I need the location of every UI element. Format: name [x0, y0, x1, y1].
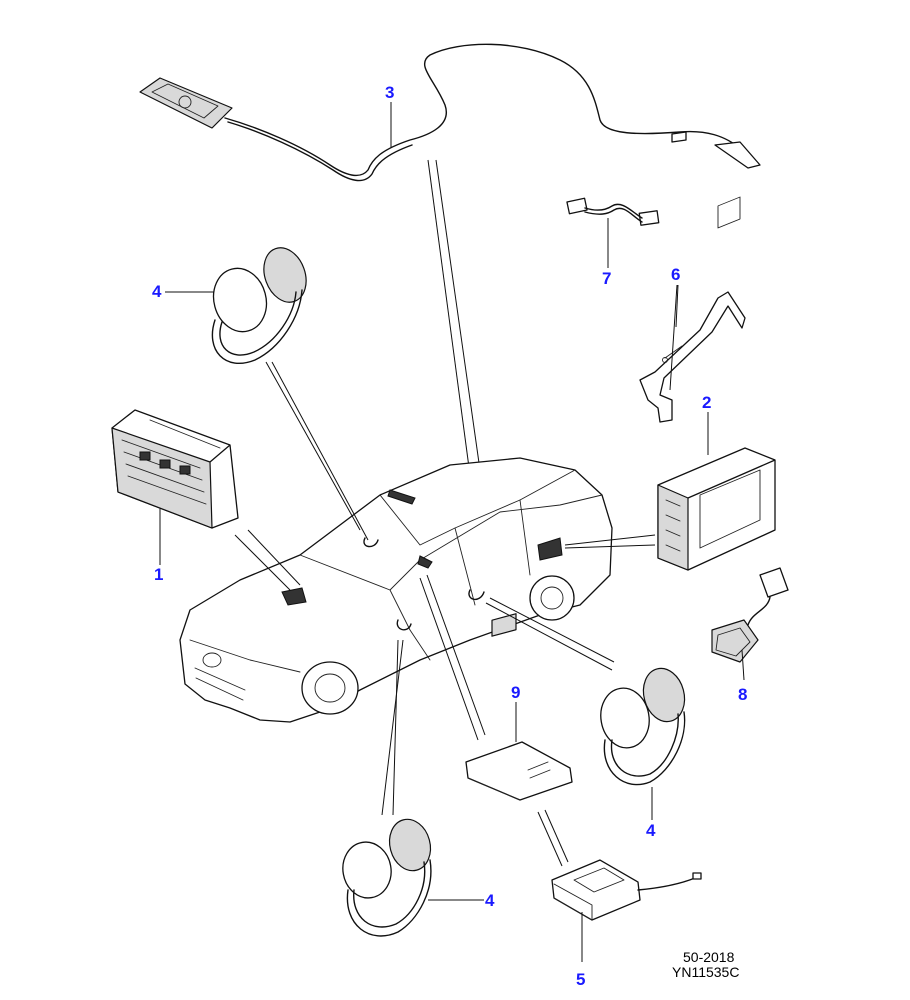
callout-4-bottom[interactable]: 4 [485, 891, 495, 910]
vehicle-outline [179, 457, 613, 723]
callout-9[interactable]: 8 [738, 685, 747, 704]
date-code: 50-2018 [683, 949, 735, 965]
callout-8[interactable]: 9 [511, 683, 520, 702]
callout-1[interactable]: 1 [154, 565, 163, 584]
callout-4-top[interactable]: 4 [152, 282, 162, 301]
entertainment-unit-part-1 [111, 409, 239, 529]
antenna-cable-part-3 [139, 43, 761, 182]
bracket-part-6 [639, 291, 746, 423]
headphones-right [600, 667, 686, 786]
callout-5[interactable]: 5 [576, 970, 585, 989]
callout-7[interactable]: 7 [602, 269, 611, 288]
rear-controller-part-8 [465, 613, 573, 801]
callout-2[interactable]: 2 [702, 393, 711, 412]
callout-3[interactable]: 3 [385, 83, 394, 102]
headphones-bottom [342, 818, 432, 937]
connector-part-9 [711, 567, 789, 663]
callout-6[interactable]: 6 [671, 265, 680, 284]
callout-4-right[interactable]: 4 [646, 821, 656, 840]
headphones-top-left [211, 247, 307, 365]
illustration-id: YN11535C [672, 964, 739, 980]
module-part-5 [551, 859, 702, 921]
harness-part-7 [566, 197, 660, 226]
control-module-part-2 [657, 196, 776, 571]
